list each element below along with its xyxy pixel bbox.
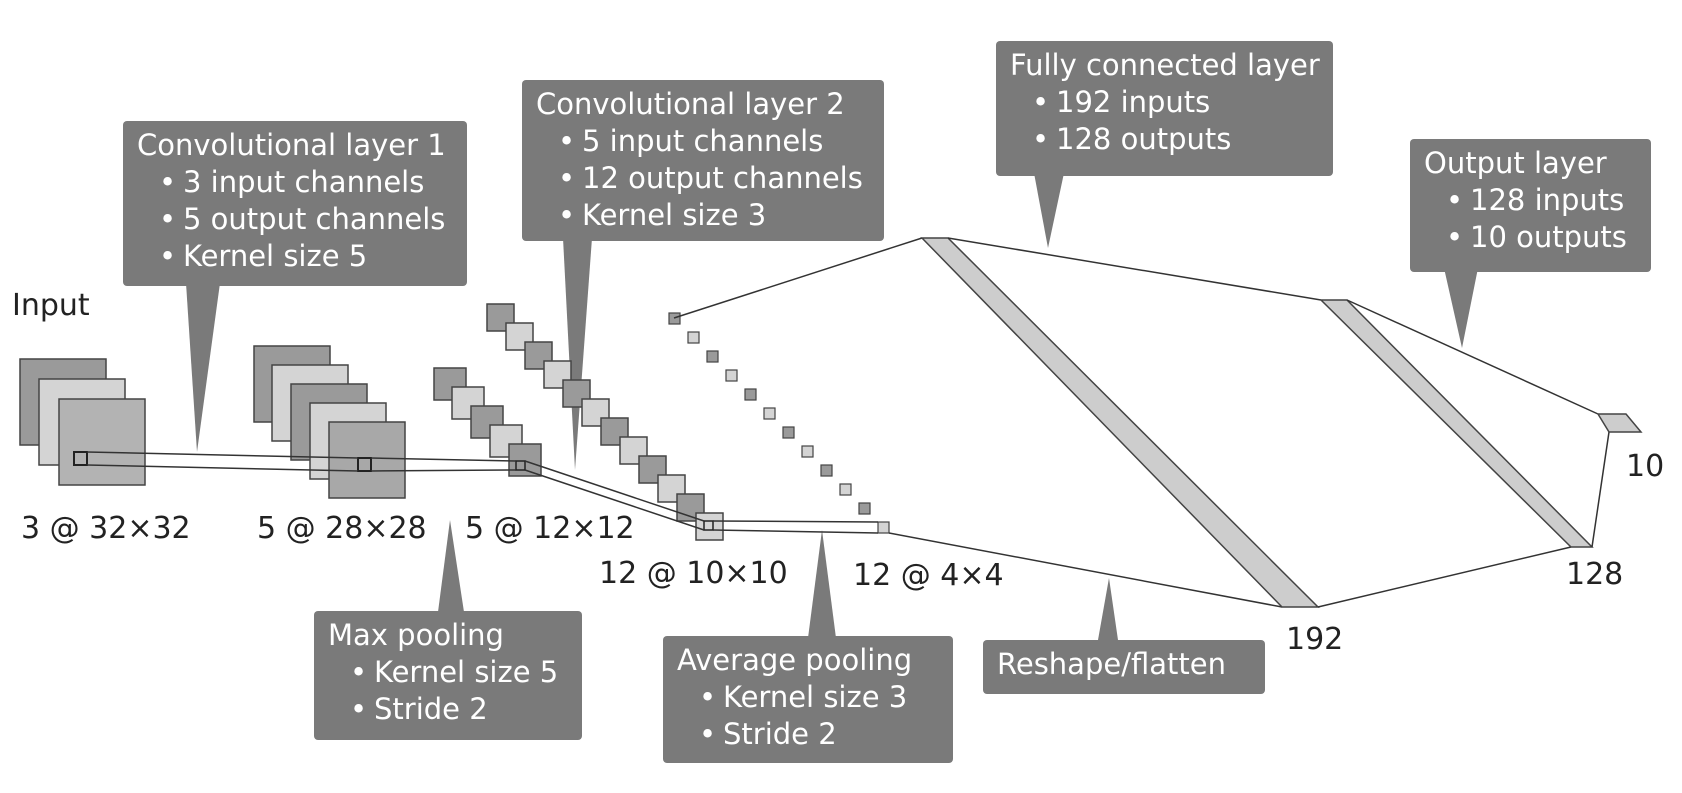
avgpool-map-12	[877, 521, 890, 534]
conv2-bullet: Kernel size 3	[558, 197, 870, 234]
input-dimension-label: 3 @ 32×32	[21, 511, 191, 546]
avgpool-bullet: Kernel size 3	[699, 679, 939, 716]
avgpool-dimension-label: 12 @ 4×4	[853, 558, 1004, 593]
maxpool-bullet: Kernel size 5	[350, 654, 568, 691]
output-callout-title: Output layer	[1424, 146, 1607, 180]
conv1-callout: Convolutional layer 1 3 input channels 5…	[123, 121, 467, 286]
input-label: Input	[12, 288, 90, 323]
conv2-bullet: 12 output channels	[558, 160, 870, 197]
conv2-stack	[486, 303, 724, 541]
conv1-callout-title: Convolutional layer 1	[137, 128, 446, 162]
conv2-map-5	[562, 379, 591, 408]
conv1-connector-bottom	[86, 464, 359, 472]
conv2-map-12	[695, 512, 724, 541]
conv2-map-1	[486, 303, 515, 332]
conv2-kernel-window	[703, 520, 714, 531]
conv2-connector-top	[524, 460, 705, 522]
conv1-kernel-window	[357, 457, 372, 472]
maxpool-connector-top	[370, 457, 517, 462]
fc-callout-bullets: 192 inputs 128 outputs	[1010, 84, 1319, 158]
conv2-bullet: 5 input channels	[558, 123, 870, 160]
avgpool-connector-top	[712, 520, 879, 523]
flat-vector-slab	[920, 237, 1320, 608]
out-pointer	[1444, 268, 1478, 348]
avgpool-callout-bullets: Kernel size 3 Stride 2	[677, 679, 939, 753]
receptive-field-lines	[86, 451, 879, 534]
fc-bottom-edge	[1317, 546, 1572, 608]
conv1-bullet: 3 input channels	[159, 164, 453, 201]
avgpool-map-5	[744, 388, 757, 401]
fc-callout: Fully connected layer 192 inputs 128 out…	[996, 41, 1333, 176]
maxpool-pointer	[438, 520, 464, 612]
conv1-pointer	[186, 283, 220, 452]
maxpool-kernel-window	[515, 460, 526, 471]
input-channel-3	[58, 398, 146, 486]
maxpool-stack	[433, 367, 542, 477]
flatten-bottom-edge	[888, 532, 1283, 608]
avgpool-map-9	[820, 464, 833, 477]
output-slab	[1596, 413, 1643, 433]
output-bullet: 10 outputs	[1446, 219, 1637, 256]
avgpool-pointer	[808, 530, 836, 638]
conv2-callout: Convolutional layer 2 5 input channels 1…	[522, 80, 884, 241]
output-callout-bullets: 128 inputs 10 outputs	[1424, 182, 1637, 256]
conv2-dimension-label: 12 @ 10×10	[599, 556, 788, 591]
avgpool-map-11	[858, 502, 871, 515]
conv1-bullet: 5 output channels	[159, 201, 453, 238]
output-bullet: 128 inputs	[1446, 182, 1637, 219]
conv2-pointer	[563, 238, 592, 470]
input-kernel-window	[73, 451, 88, 466]
out-bottom-edge	[1591, 431, 1610, 548]
out-top-edge	[1346, 299, 1599, 415]
conv1-callout-bullets: 3 input channels 5 output channels Kerne…	[137, 164, 453, 275]
input-stack	[19, 358, 146, 486]
avgpool-map-7	[782, 426, 795, 439]
avgpool-map-4	[725, 369, 738, 382]
flatten-pointer	[1098, 578, 1118, 640]
maxpool-callout-title: Max pooling	[328, 618, 504, 652]
avgpool-map-6	[763, 407, 776, 420]
output-callout: Output layer 128 inputs 10 outputs	[1410, 139, 1651, 272]
conv1-stack	[253, 345, 406, 499]
callout-pointers	[186, 173, 1478, 640]
flatten-callout: Reshape/flatten	[983, 640, 1265, 694]
conv2-callout-title: Convolutional layer 2	[536, 87, 845, 121]
maxpool-map-5	[508, 443, 542, 477]
avgpool-callout: Average pooling Kernel size 3 Stride 2	[663, 636, 953, 763]
avgpool-map-8	[801, 445, 814, 458]
avgpool-map-2	[687, 331, 700, 344]
fc-slab	[1319, 299, 1594, 548]
maxpool-callout: Max pooling Kernel size 5 Stride 2	[314, 611, 582, 740]
flat-size-label: 192	[1286, 622, 1344, 657]
maxpool-dimension-label: 5 @ 12×12	[465, 511, 635, 546]
conv1-dimension-label: 5 @ 28×28	[257, 511, 427, 546]
maxpool-bullet: Stride 2	[350, 691, 568, 728]
avgpool-map-3	[706, 350, 719, 363]
fc-size-label: 128	[1566, 557, 1624, 592]
flatten-callout-title: Reshape/flatten	[997, 647, 1226, 681]
conv2-map-9	[638, 455, 667, 484]
fc-bullet: 128 outputs	[1032, 121, 1319, 158]
conv1-connector-top	[86, 451, 359, 459]
dense-layers	[673, 237, 1643, 608]
maxpool-callout-bullets: Kernel size 5 Stride 2	[328, 654, 568, 728]
fc-bullet: 192 inputs	[1032, 84, 1319, 121]
conv1-map-5	[328, 421, 406, 499]
output-size-label: 10	[1626, 449, 1665, 484]
avgpool-callout-title: Average pooling	[677, 643, 913, 677]
flatten-top-edge	[673, 237, 923, 319]
fc-top-edge	[947, 237, 1322, 301]
conv2-callout-bullets: 5 input channels 12 output channels Kern…	[536, 123, 870, 234]
fc-pointer	[1034, 173, 1064, 248]
avgpool-bullet: Stride 2	[699, 716, 939, 753]
conv1-bullet: Kernel size 5	[159, 238, 453, 275]
avgpool-connector-bottom	[712, 529, 879, 534]
fc-callout-title: Fully connected layer	[1010, 48, 1320, 82]
avgpool-map-10	[839, 483, 852, 496]
maxpool-connector-bottom	[370, 469, 517, 472]
conv2-connector-bottom	[524, 469, 705, 531]
